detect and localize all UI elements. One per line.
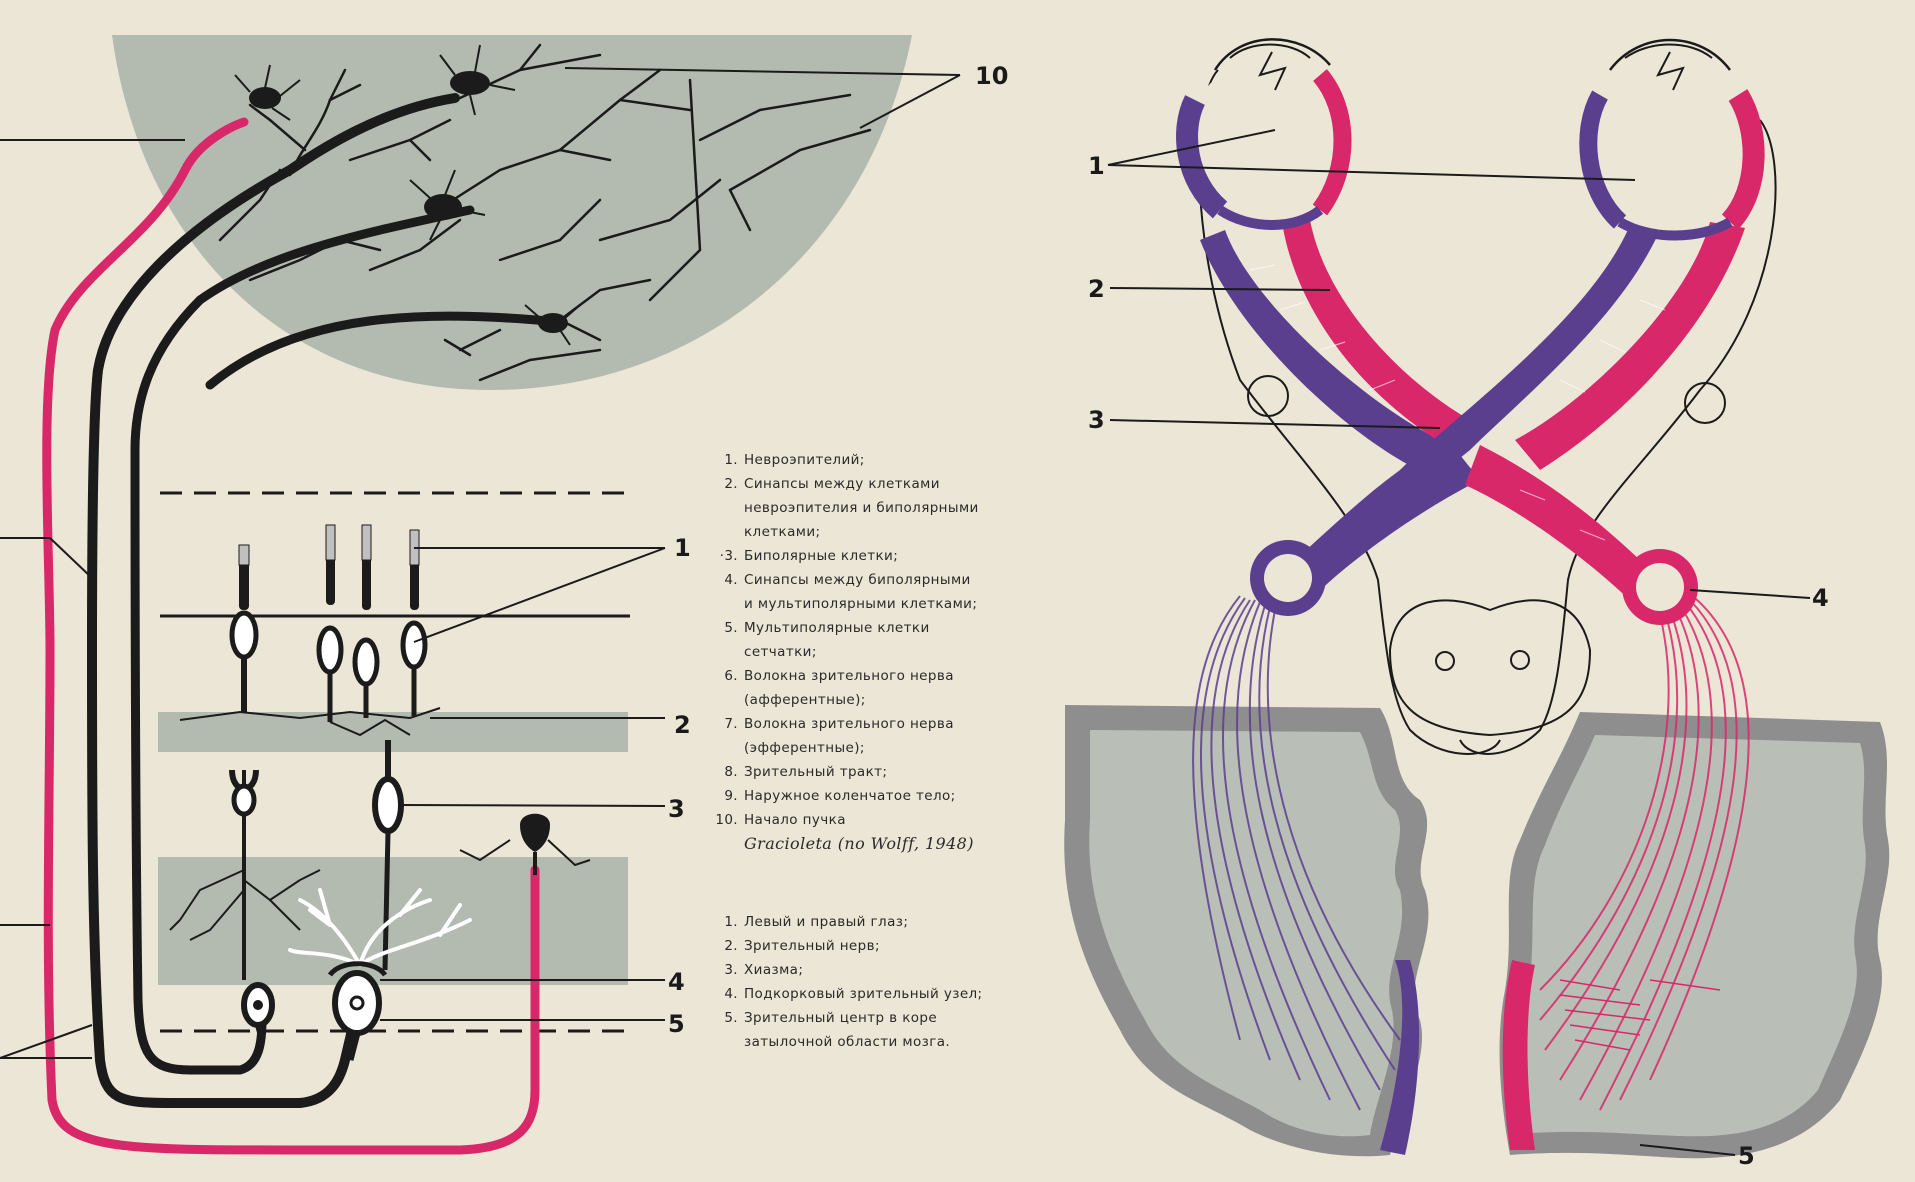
pathway-callout-3: 3 [1088,406,1105,434]
cortex-right-inner [1524,735,1866,1136]
retina-callout-3: 3 [668,795,685,823]
pathway-callout-1: 1 [1088,152,1105,180]
pathway-legend-item: 1.Левый и правый глаз; [712,910,983,934]
retina-callout-2: 2 [674,711,691,739]
retina-legend-item: 8.Зрительный тракт; [712,760,979,784]
retina-callout-5: 5 [668,1010,685,1038]
pathway-callout-2: 2 [1088,275,1105,303]
pathway-legend-item: 3.Хиазма; [712,958,983,982]
retina-callout-1: 1 [674,534,691,562]
pathway-legend-item: 2.Зрительный нерв; [712,934,983,958]
pathway-callout-5: 5 [1738,1142,1755,1170]
pathway-legend: 1.Левый и правый глаз; 2.Зрительный нерв… [712,910,983,1054]
retina-legend-item: 6.Волокна зрительного нерва [712,664,979,688]
photoreceptors [232,525,425,722]
retina-legend-item: 7.Волокна зрительного нерва [712,712,979,736]
cortex-left-inner [1089,730,1402,1136]
eye-right [1587,40,1754,236]
retina-legend-item: 9.Наружное коленчатое тело; [712,784,979,808]
retina-legend-item: 2.Синапсы между клетками [712,472,979,496]
pathway-legend-item: 4.Подкорковый зрительный узел; [712,982,983,1006]
geniculate-left-core [1264,554,1312,602]
retina-legend: 1.Невроэпителий; 2.Синапсы между клеткам… [712,448,979,856]
retina-legend-item: 10.Начало пучка [712,808,979,832]
legend-citation: Gracioleta (по Wolff, 1948) [712,832,979,856]
cortex-semicircle [112,35,912,390]
retina-legend-item: 1.Невроэпителий; [712,448,979,472]
pathway-legend-item: 5.Зрительный центр в коре [712,1006,983,1030]
retina-legend-item: 5.Мультиполярные клетки [712,616,979,640]
retina-legend-item: 4.Синапсы между биполярными [712,568,979,592]
geniculate-right-core [1636,563,1684,611]
retina-callout-4: 4 [668,968,685,996]
pathway-callout-4: 4 [1812,584,1829,612]
retina-callout-10: 10 [975,62,1008,90]
retina-legend-item: ·3.Биполярные клетки; [712,544,979,568]
